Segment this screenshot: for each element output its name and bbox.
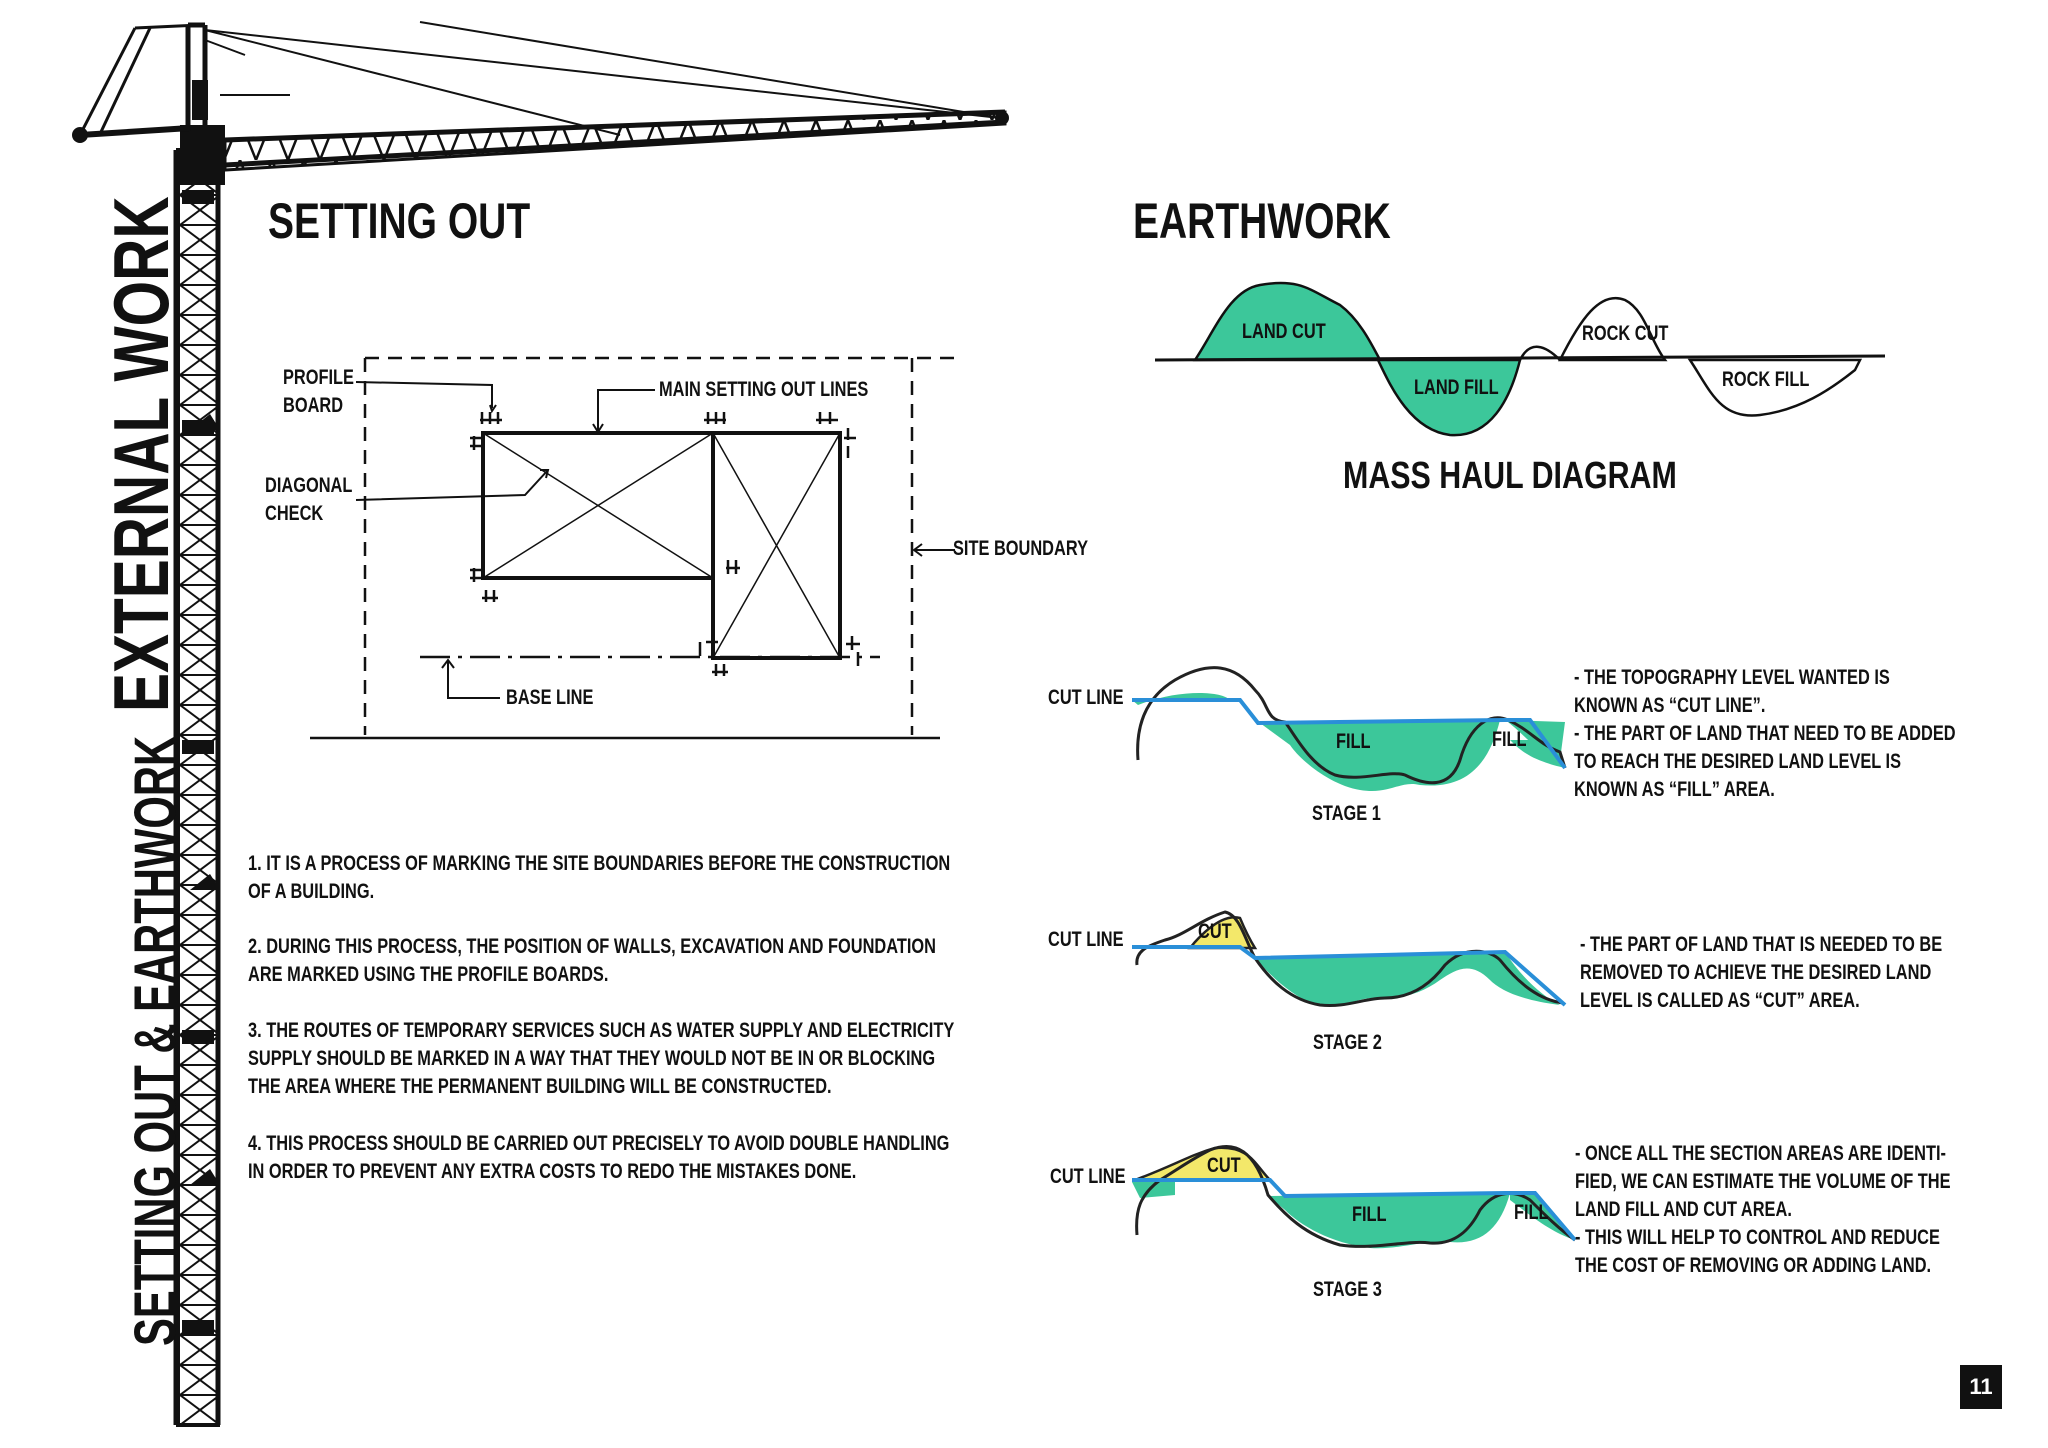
setting-out-heading: SETTING OUT <box>268 193 531 249</box>
stage-2-notes: - THE PART OF LAND THAT IS NEEDED TO BE … <box>1580 933 1943 1012</box>
crane-jib <box>223 109 1009 172</box>
stage-1-fill-label-2: FILL <box>1492 728 1527 751</box>
label-site-boundary: SITE BOUNDARY <box>953 537 1089 560</box>
profile-boards <box>470 412 860 676</box>
stage-1-cut-line-label: CUT LINE <box>1048 686 1124 709</box>
stage-2-caption: STAGE 2 <box>1313 1031 1382 1054</box>
rock-cut-area <box>1557 296 1668 362</box>
setting-out-paragraph-1: 1. IT IS A PROCESS OF MARKING THE SITE B… <box>248 852 951 903</box>
setting-out-paragraph-2: 2. DURING THIS PROCESS, THE POSITION OF … <box>248 935 936 986</box>
stage-1-notes: - THE TOPOGRAPHY LEVEL WANTED IS KNOWN A… <box>1574 666 1956 801</box>
label-main-setting-out-lines: MAIN SETTING OUT LINES <box>659 378 869 401</box>
setting-out-paragraph-3: 3. THE ROUTES OF TEMPORARY SERVICES SUCH… <box>248 1019 955 1098</box>
label-land-fill: LAND FILL <box>1414 376 1499 399</box>
rock-fill-area <box>1687 358 1863 417</box>
stage-3-fill-label-1: FILL <box>1352 1203 1387 1226</box>
label-profile-board: PROFILE BOARD <box>283 366 354 417</box>
stage-1-section <box>1132 666 1567 792</box>
label-rock-cut: ROCK CUT <box>1582 322 1669 345</box>
mass-haul-datum <box>1154 354 1886 362</box>
stage-3-fill-label-2: FILL <box>1514 1201 1549 1224</box>
page-number: 11 <box>1960 1365 2002 1409</box>
land-cut-area <box>1192 281 1383 362</box>
crane-mast <box>173 148 221 1427</box>
mass-haul-caption: MASS HAUL DIAGRAM <box>1343 455 1677 497</box>
stage-3-cut-label: CUT <box>1207 1154 1241 1177</box>
stage-2-section <box>1132 910 1567 1008</box>
earthwork-heading: EARTHWORK <box>1133 193 1391 249</box>
stage-2-cut-label: CUT <box>1198 920 1232 943</box>
label-base-line: BASE LINE <box>506 686 594 709</box>
diagonal-check-lines <box>482 432 841 659</box>
stage-2-cut-line-label: CUT LINE <box>1048 928 1124 951</box>
stage-3-cut-line-label: CUT LINE <box>1050 1165 1126 1188</box>
label-diagonal-check: DIAGONAL CHECK <box>265 474 353 525</box>
stage-1-fill-label-1: FILL <box>1336 730 1371 753</box>
stage-3-section <box>1132 1145 1577 1249</box>
stage-3-caption: STAGE 3 <box>1313 1278 1382 1301</box>
stage-3-notes: - ONCE ALL THE SECTION AREAS ARE IDENTI-… <box>1575 1142 1951 1277</box>
crane-head <box>72 21 1001 185</box>
label-rock-fill: ROCK FILL <box>1722 368 1810 391</box>
label-land-cut: LAND CUT <box>1242 320 1326 343</box>
stage-1-caption: STAGE 1 <box>1312 802 1381 825</box>
land-fill-area <box>1376 358 1522 437</box>
leader-lines <box>355 381 955 699</box>
setting-out-paragraph-4: 4. THIS PROCESS SHOULD BE CARRIED OUT PR… <box>248 1132 950 1183</box>
